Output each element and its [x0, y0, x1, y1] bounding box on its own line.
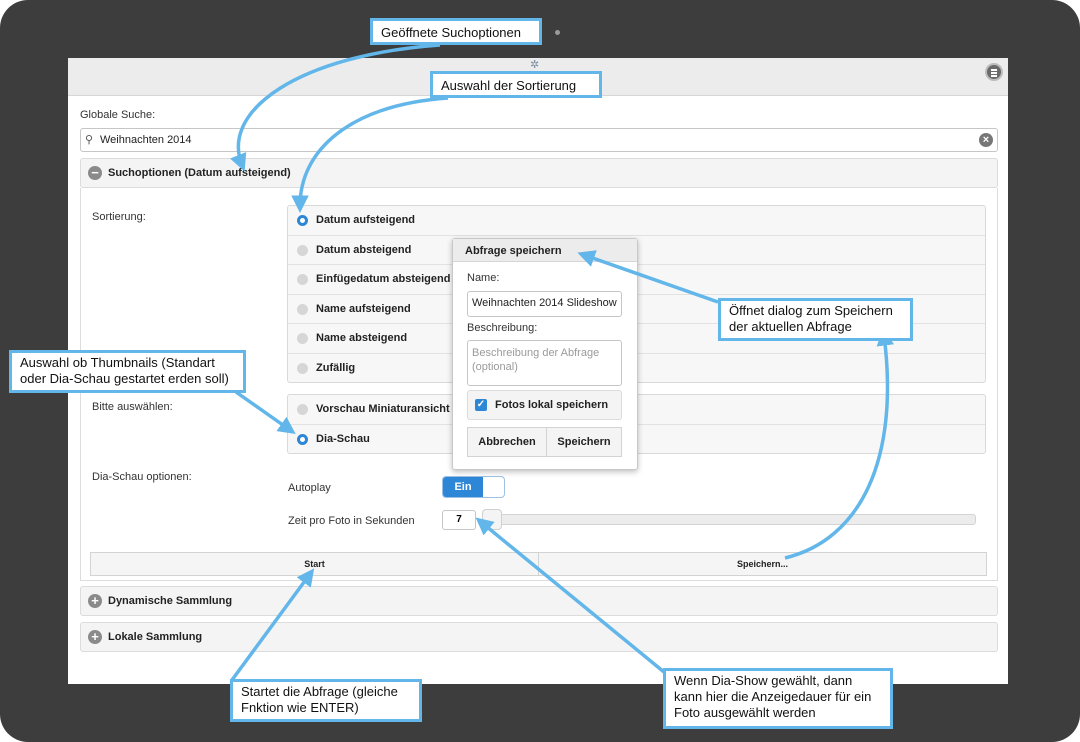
camera-dot [555, 30, 560, 35]
sort-option-label: Datum aufsteigend [316, 214, 416, 226]
slideshow-options-label: Dia-Schau optionen: [92, 471, 192, 483]
time-slider-handle[interactable] [482, 509, 502, 530]
dialog-description-textarea[interactable]: Beschreibung der Abfrage (optional) [467, 340, 622, 386]
checkbox-checked-icon[interactable]: ✓ [475, 399, 487, 411]
radio-unselected [297, 333, 308, 344]
collapse-icon: − [88, 166, 102, 180]
dialog-name-input[interactable]: Weihnachten 2014 Slideshow [467, 291, 622, 317]
sort-option-label: Datum absteigend [316, 243, 412, 256]
clear-search-icon[interactable]: × [979, 133, 993, 147]
search-input[interactable]: ⚲ Weihnachten 2014 × [80, 128, 998, 152]
sort-label: Sortierung: [92, 211, 146, 223]
time-slider-track[interactable] [482, 514, 976, 525]
view-option-label: Dia-Schau [316, 432, 370, 445]
callout-thumbnails-choice: Auswahl ob Thumbnails (Standart oder Dia… [9, 350, 246, 393]
app-logo-icon: ✲ [530, 59, 540, 71]
view-option-slideshow[interactable]: Dia-Schau [288, 425, 985, 454]
choose-label: Bitte auswählen: [92, 401, 173, 413]
menu-icon[interactable] [985, 63, 1003, 81]
time-per-photo-input[interactable]: 7 [442, 510, 476, 530]
dialog-title: Abfrage speichern [453, 239, 637, 262]
save-locally-label: Fotos lokal speichern [495, 399, 609, 411]
dialog-cancel-button[interactable]: Abbrechen [467, 427, 547, 457]
sort-option-label: Name aufsteigend [316, 302, 411, 315]
radio-selected [297, 215, 308, 226]
callout-slideshow-time: Wenn Dia-Show gewählt, dann kann hier di… [663, 668, 893, 729]
sort-option-label: Einfügedatum absteigend [316, 273, 451, 285]
search-label: Globale Suche: [80, 109, 156, 121]
radio-unselected [297, 362, 308, 374]
search-options-header[interactable]: − Suchoptionen (Datum aufsteigend) [80, 158, 998, 188]
save-query-button[interactable]: Speichern... [538, 552, 987, 576]
search-icon: ⚲ [85, 134, 94, 146]
sort-option-random[interactable]: Zufällig [288, 354, 985, 383]
callout-save-dialog: Öffnet dialog zum Speichern der aktuelle… [718, 298, 913, 341]
sort-option-label: Zufällig [316, 361, 356, 374]
local-collection-header[interactable]: + Lokale Sammlung [80, 622, 998, 652]
autoplay-toggle-state: Ein [443, 477, 483, 497]
dialog-save-button[interactable]: Speichern [546, 427, 622, 457]
dialog-description-label: Beschreibung: [467, 322, 538, 334]
callout-sort-choice: Auswahl der Sortierung [430, 71, 602, 98]
radio-unselected [297, 404, 308, 415]
expand-icon: + [88, 630, 102, 644]
callout-start-query: Startet die Abfrage (gleiche Fnktion wie… [230, 679, 422, 722]
search-options-title: Suchoptionen (Datum aufsteigend) [108, 167, 291, 179]
sort-option-label: Name absteigend [316, 332, 408, 344]
radio-unselected [297, 274, 308, 285]
search-value: Weihnachten 2014 [100, 134, 192, 146]
autoplay-label: Autoplay [288, 482, 331, 494]
expand-icon: + [88, 594, 102, 608]
view-option-label: Vorschau Miniaturansicht [316, 403, 450, 415]
dialog-name-label: Name: [467, 272, 500, 284]
sort-option-date-asc[interactable]: Datum aufsteigend [288, 206, 985, 236]
action-buttons: Start Speichern... [90, 552, 987, 576]
save-locally-row[interactable]: ✓ Fotos lokal speichern [467, 390, 622, 420]
radio-unselected [297, 244, 308, 256]
autoplay-toggle[interactable]: Ein [442, 476, 505, 498]
callout-opened-options: Geöffnete Suchoptionen [370, 18, 542, 45]
save-query-dialog: Abfrage speichern Name: Weihnachten 2014… [452, 238, 638, 470]
start-button[interactable]: Start [90, 552, 539, 576]
dynamic-collection-title: Dynamische Sammlung [108, 595, 233, 607]
radio-unselected [297, 303, 308, 315]
radio-selected [297, 433, 308, 445]
local-collection-title: Lokale Sammlung [108, 631, 203, 643]
dynamic-collection-header[interactable]: + Dynamische Sammlung [80, 586, 998, 616]
time-per-photo-label: Zeit pro Foto in Sekunden [288, 515, 415, 527]
